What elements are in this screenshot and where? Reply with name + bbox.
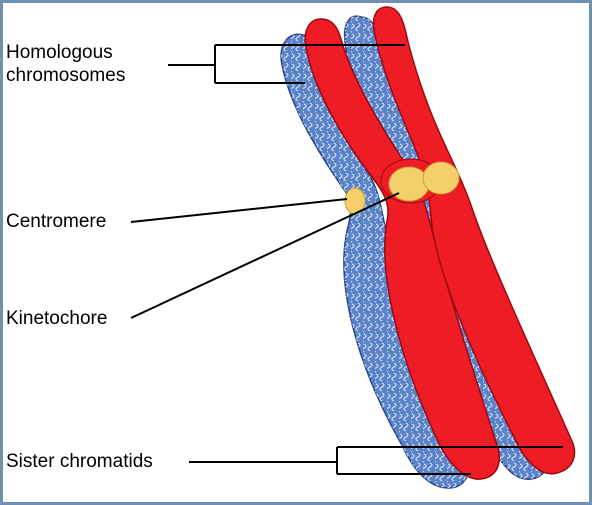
sister-chromatids-bracket [189, 446, 563, 475]
kinetochore-right [422, 161, 460, 195]
homologous-label-line1: Homologous [6, 42, 113, 63]
homologous-label-line2: chromosomes [6, 65, 126, 86]
centromere-label: Centromere [6, 211, 107, 232]
chromosome-illustration [130, 6, 576, 489]
kinetochore-label: Kinetochore [6, 308, 108, 329]
homologous-chromosomes-label: Homologous chromosomes [6, 41, 125, 87]
sister-chromatids-label: Sister chromatids [6, 451, 153, 472]
kinetochore-leader [130, 192, 400, 319]
red-chromatid-left [304, 18, 501, 480]
homologous-bracket [168, 44, 405, 84]
red-chromatid-right [372, 6, 576, 475]
leader-lines [130, 44, 563, 475]
red-homologous-chromosome [304, 6, 576, 480]
centromere-leader [130, 198, 348, 223]
